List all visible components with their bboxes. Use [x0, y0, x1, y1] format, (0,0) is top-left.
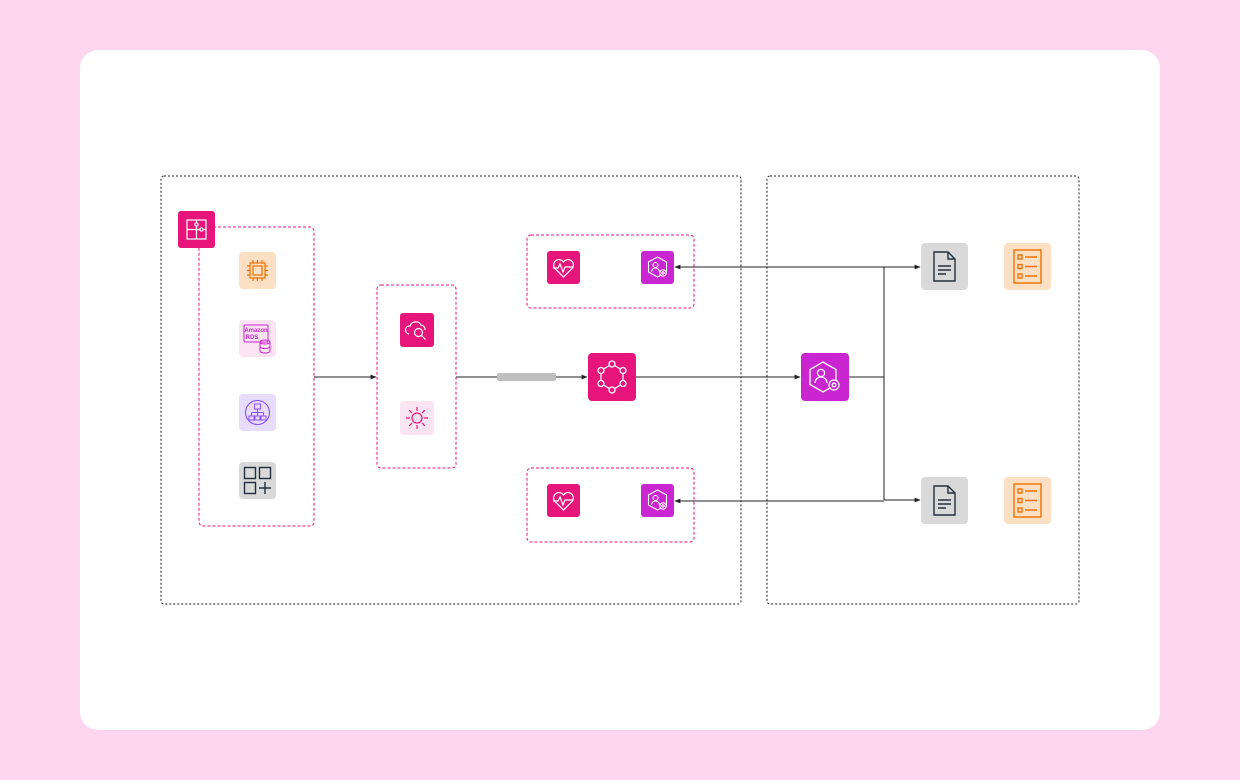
left-group-border	[160, 175, 742, 605]
sun-icon	[400, 401, 434, 435]
ec2-chip-icon	[239, 252, 276, 289]
network-hierarchy-icon	[239, 394, 276, 431]
document-icon	[921, 243, 968, 290]
checklist-icon	[1004, 477, 1051, 524]
edge-central-role-branch	[849, 267, 885, 500]
document-icon	[921, 477, 968, 524]
right-group-border	[766, 175, 1080, 605]
heartbeat-icon	[547, 484, 580, 517]
user-gear-icon	[801, 353, 849, 401]
event-filter-group-border	[376, 284, 457, 469]
checklist-icon	[1004, 243, 1051, 290]
health-top-group-border	[526, 234, 695, 309]
heartbeat-icon	[547, 251, 580, 284]
eventbridge-icon	[588, 353, 636, 401]
cloud-search-icon	[400, 313, 434, 347]
puzzle-icon	[178, 211, 215, 248]
connectors	[314, 264, 921, 504]
grid-plus-icon	[239, 462, 276, 499]
user-gear-icon	[641, 251, 674, 284]
health-bottom-group-border	[526, 467, 695, 543]
user-gear-icon	[641, 484, 674, 517]
connector-label-placeholder	[497, 373, 556, 381]
